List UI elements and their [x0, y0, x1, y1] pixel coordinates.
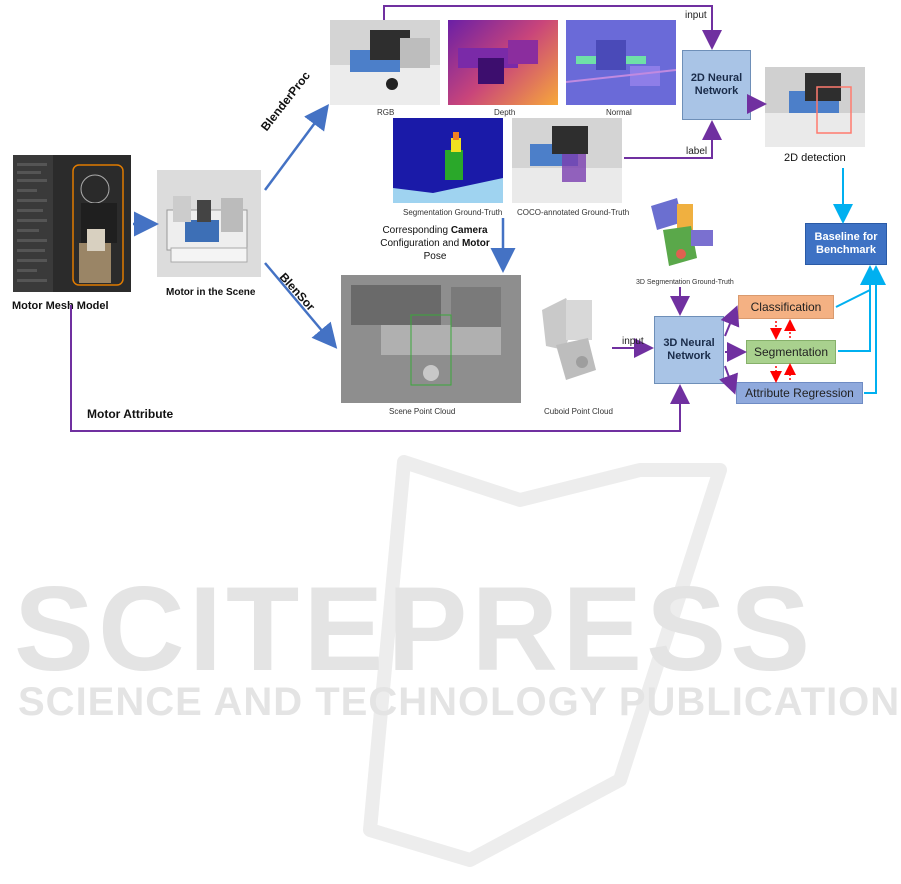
input-label-3d: input — [622, 336, 644, 347]
label-label: label — [686, 146, 708, 157]
arrow-blenderproc — [263, 103, 329, 191]
arrow-blensor — [264, 262, 338, 349]
motor-mesh-label: Motor Mesh Model — [12, 300, 109, 312]
arrow-coco-label — [624, 120, 722, 159]
arrow-attribute-to-baseline — [864, 265, 886, 394]
motor-attribute-label: Motor Attribute — [87, 407, 174, 421]
watermark-sub: SCIENCE AND TECHNOLOGY PUBLICATIONS — [18, 680, 901, 724]
camera-config-note: Corresponding Camera Configuration and M… — [380, 225, 490, 262]
arrow-to-classification — [720, 305, 740, 337]
watermark-main: SCITEPRESS — [14, 562, 815, 696]
arrow-classification-to-baseline — [835, 265, 880, 308]
depth-image — [448, 20, 558, 105]
scene-point-cloud-image — [341, 275, 521, 403]
seg3d-gt-label: 3D Segmentation Ground-Truth — [636, 279, 734, 286]
normal-label: Normal — [606, 108, 632, 117]
coco-gt-label: COCO-annotated Ground-Truth — [517, 208, 630, 217]
cuboid-point-cloud-image — [536, 290, 608, 385]
arrow-rgb-input — [383, 5, 722, 50]
seg3d-gt-image — [647, 196, 717, 274]
rgb-image — [330, 20, 440, 105]
detection-2d-image — [765, 67, 865, 147]
motor-mesh-image — [13, 155, 131, 292]
arrow-segmentation-to-baseline — [838, 269, 871, 352]
segmentation-gt-label: Segmentation Ground-Truth — [403, 208, 503, 217]
coco-gt-image — [512, 118, 622, 203]
motor-scene-image — [157, 170, 261, 277]
normal-image — [566, 20, 676, 105]
detection-2d-label: 2D detection — [784, 152, 846, 164]
arrow-motor-attribute — [70, 305, 690, 432]
depth-label: Depth — [494, 108, 516, 117]
segmentation-gt-image — [393, 118, 503, 203]
cuboid-point-cloud-label: Cuboid Point Cloud — [544, 407, 613, 416]
input-label-top: input — [685, 10, 707, 21]
classification-box: Classification — [738, 295, 834, 319]
scene-point-cloud-label: Scene Point Cloud — [389, 407, 456, 416]
motor-scene-label: Motor in the Scene — [166, 287, 256, 298]
rgb-label: RGB — [377, 108, 395, 117]
arrow-to-attribute — [719, 365, 738, 395]
attribute-regression-box: Attribute Regression — [736, 382, 863, 404]
